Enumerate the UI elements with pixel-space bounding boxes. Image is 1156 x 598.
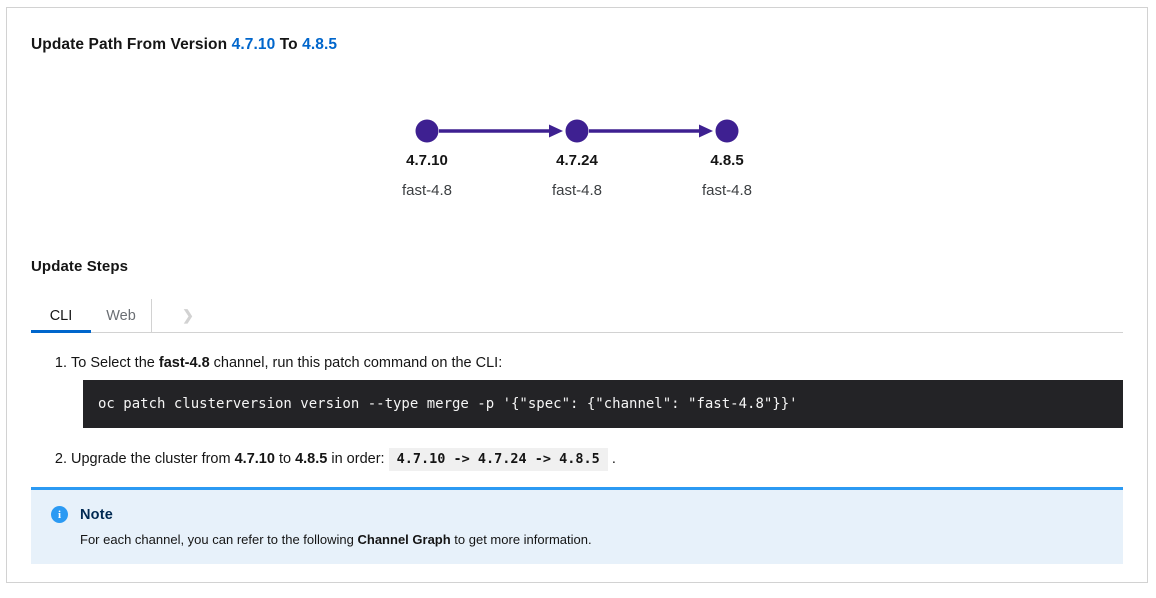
step-1: To Select the fast-4.8 channel, run this…: [71, 355, 1123, 428]
note-channel-graph: Channel Graph: [357, 532, 451, 547]
step-2-to-version: 4.8.5: [295, 451, 328, 467]
update-steps-heading: Update Steps: [31, 258, 129, 275]
info-icon: i: [51, 506, 68, 523]
patch-command: oc patch clusterversion version --type m…: [98, 396, 798, 412]
page-title: Update Path From Version 4.7.10 To 4.8.5: [31, 36, 1123, 54]
update-path-graph: 4.7.10 4.7.24 4.8.5 fast-4.8 fast-4.8 fa…: [352, 116, 802, 199]
edge-1-arrowhead-icon: [549, 124, 563, 138]
tab-scroll-right-button[interactable]: ❯: [170, 299, 206, 332]
chevron-right-icon: ❯: [182, 307, 194, 323]
info-alert-body: For each channel, you can refer to the f…: [80, 532, 1103, 547]
step-1-text-pre: To Select the: [71, 355, 159, 371]
tab-web[interactable]: Web: [91, 299, 151, 332]
version-label: 4.7.24: [556, 152, 598, 169]
step-2-from-version: 4.7.10: [234, 451, 275, 467]
note-text-pre: For each channel, you can refer to the f…: [80, 532, 358, 547]
info-alert-header: i Note: [51, 506, 1103, 523]
step-1-text-post: channel, run this patch command on the C…: [209, 355, 503, 371]
edge-2-arrowhead-icon: [699, 124, 713, 138]
steps-list: To Select the fast-4.8 channel, run this…: [31, 355, 1123, 471]
graph-canvas: [415, 119, 739, 143]
channel-label: fast-4.8: [701, 182, 753, 199]
version-node-4-7-10: [415, 119, 439, 143]
channel-label: fast-4.8: [401, 182, 453, 199]
step-2-text-post: in order:: [327, 451, 389, 467]
step-1-channel: fast-4.8: [158, 355, 210, 371]
version-label: 4.7.10: [406, 152, 448, 169]
version-label: 4.8.5: [710, 152, 744, 169]
channel-labels-row: fast-4.8 fast-4.8 fast-4.8: [352, 182, 802, 199]
title-text: Update Path From Version: [31, 36, 228, 53]
title-connector: To: [279, 36, 298, 53]
from-version-link[interactable]: 4.7.10: [231, 36, 276, 53]
version-node-4-8-5: [715, 119, 739, 143]
tab-divider: [151, 299, 152, 332]
patch-command-code-block: oc patch clusterversion version --type m…: [83, 380, 1123, 428]
step-2-text-mid: to: [274, 451, 296, 467]
version-labels-row: 4.7.10 4.7.24 4.8.5: [352, 152, 802, 169]
info-alert-title: Note: [80, 506, 114, 523]
step-2-period: .: [611, 451, 616, 467]
note-text-post: to get more information.: [450, 532, 592, 547]
info-alert: i Note For each channel, you can refer t…: [31, 487, 1123, 564]
step-2: Upgrade the cluster from 4.7.10 to 4.8.5…: [71, 448, 1123, 471]
to-version-link[interactable]: 4.8.5: [302, 36, 338, 53]
tab-cli[interactable]: CLI: [31, 299, 91, 333]
upgrade-order-code: 4.7.10 -> 4.7.24 -> 4.8.5: [388, 448, 608, 471]
step-2-text-pre: Upgrade the cluster from: [71, 451, 235, 467]
steps-tabs: CLI Web ❯: [31, 299, 1123, 333]
update-path-card: Update Path From Version 4.7.10 To 4.8.5…: [6, 7, 1148, 583]
version-node-4-7-24: [565, 119, 589, 143]
channel-label: fast-4.8: [551, 182, 603, 199]
